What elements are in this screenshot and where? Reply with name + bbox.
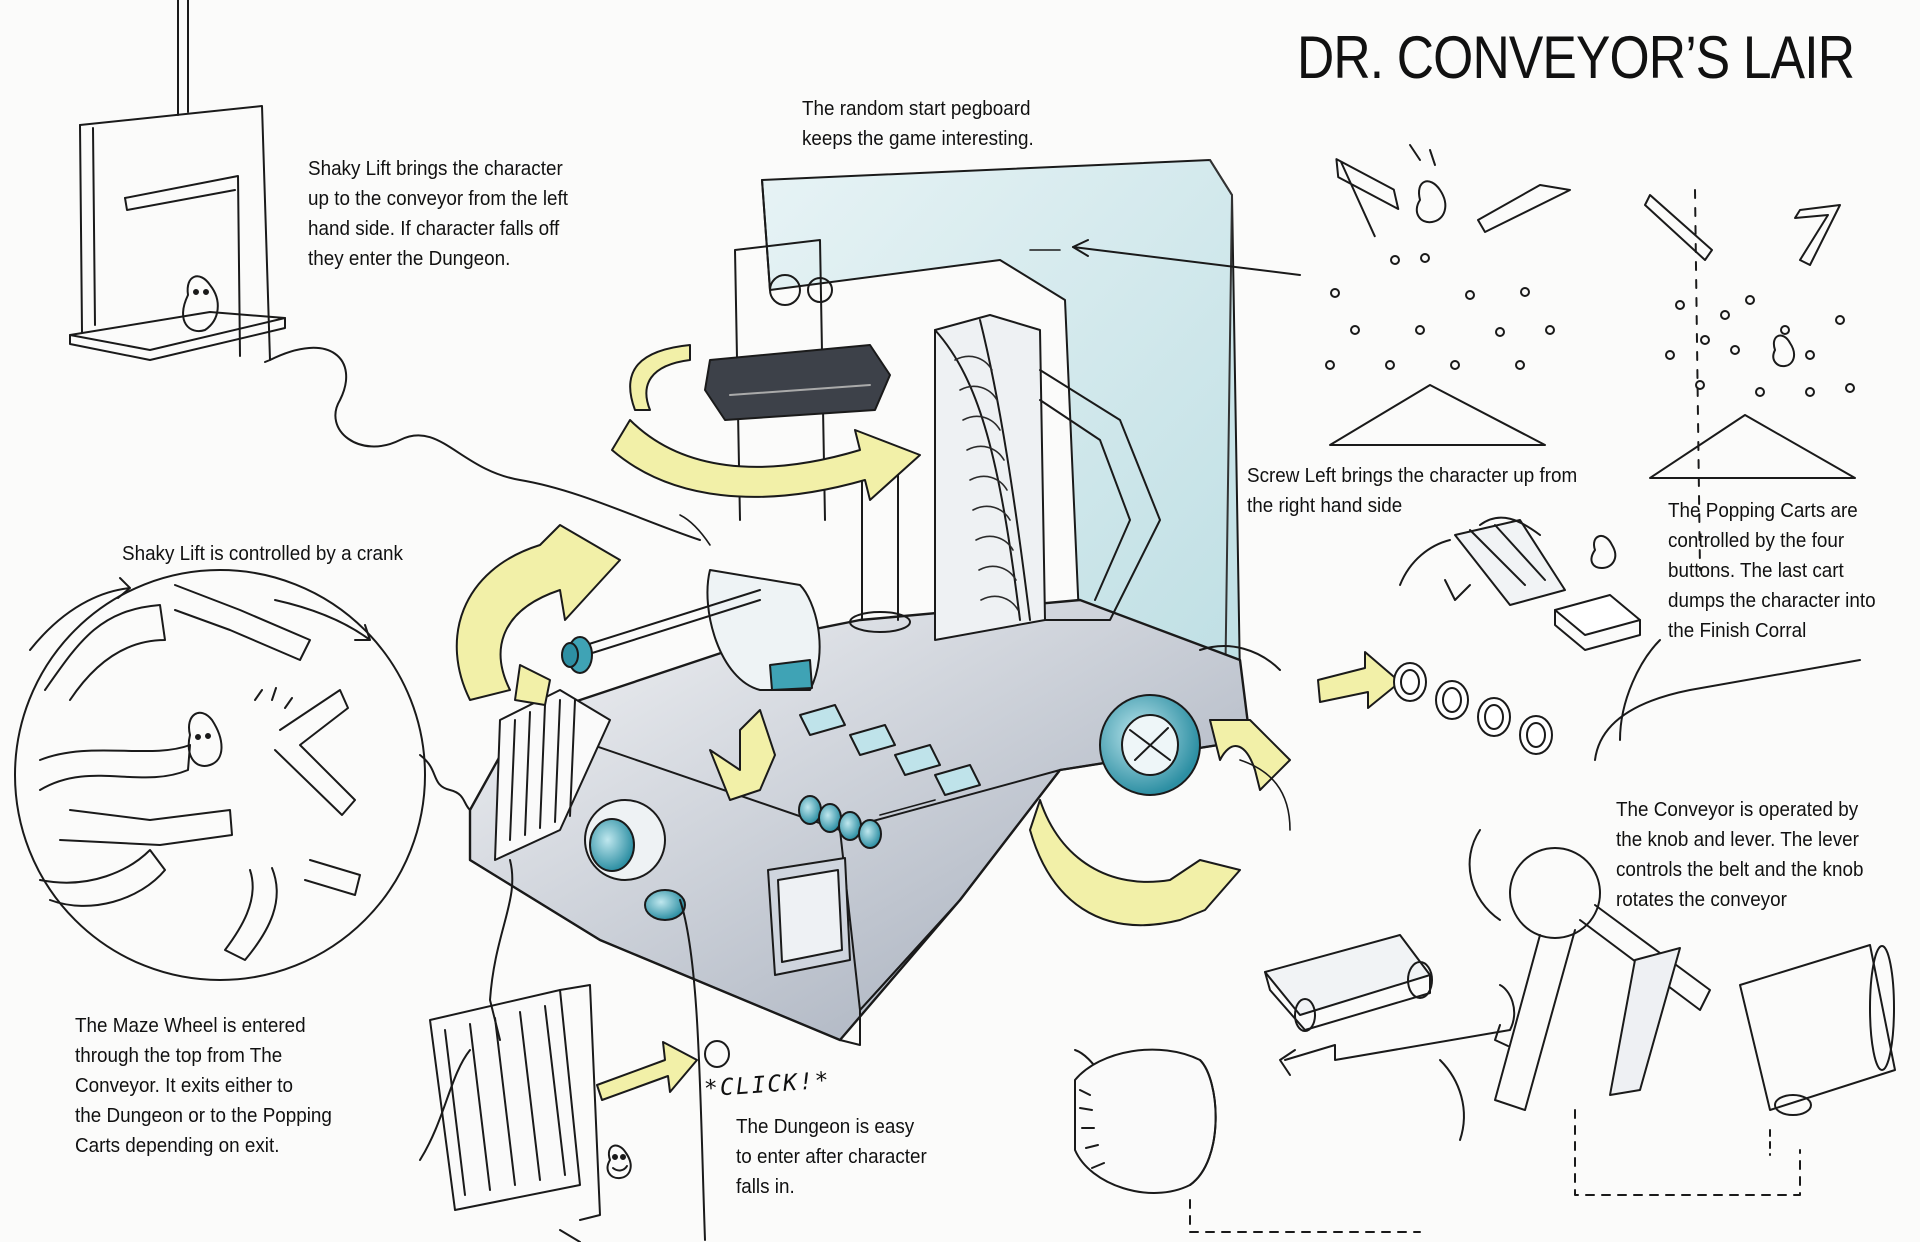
annotation-line: up to the conveyor from the left [308,187,569,210]
annotation-line: keeps the game interesting. [802,127,1034,150]
motion-arrows [455,344,1401,1101]
annotation-line: to enter after character [736,1145,927,1168]
annotation-line: the Dungeon or to the Popping [75,1104,332,1127]
annotation-pegboard: The random start pegboard keeps the game… [802,94,1034,154]
page-title: DR. CONVEYOR’S LAIR [1297,24,1855,91]
annotation-line: dumps the character into [1668,589,1876,612]
annotation-line: they enter the Dungeon. [308,247,511,270]
annotation-line: falls in. [736,1175,795,1198]
annotation-line: Shaky Lift is controlled by a crank [122,542,403,565]
dungeon-door-sketch [419,859,730,1242]
conveyor-controls-sketch [1074,639,1896,1233]
annotation-line: hand side. If character falls off [308,217,560,240]
maze-wheel-sketch [14,569,481,981]
annotation-dungeon: The Dungeon is easy to enter after chara… [736,1112,927,1202]
annotation-line: The random start pegboard [802,97,1031,120]
annotation-shaky-lift: Shaky Lift brings the character up to th… [308,154,568,274]
annotation-line: The Maze Wheel is entered [75,1014,306,1037]
annotation-line: Carts depending on exit. [75,1134,280,1157]
annotation-line: the Finish Corral [1668,619,1807,642]
annotation-screw-lift: Screw Left brings the character up from … [1247,461,1577,521]
leader-lines [679,249,1291,831]
annotation-line: Screw Left brings the character up from [1247,464,1578,487]
pegboard-sketches [1072,144,1856,571]
annotation-line: rotates the conveyor [1616,888,1787,911]
shaky-lift-sketch [69,0,701,541]
annotation-line: controls the belt and the knob [1616,858,1864,881]
annotation-line: Shaky Lift brings the character [308,157,563,180]
annotation-line: through the top from The [75,1044,283,1067]
main-machine-illustration [468,159,1252,1046]
annotation-line: the right hand side [1247,494,1403,517]
annotation-line: buttons. The last cart [1668,559,1844,582]
annotation-line: The Dungeon is easy [736,1115,915,1138]
annotation-line: The Conveyor is operated by [1616,798,1859,821]
annotation-conveyor: The Conveyor is operated by the knob and… [1616,795,1863,915]
annotation-maze-wheel: The Maze Wheel is entered through the to… [75,1011,332,1161]
annotation-crank: Shaky Lift is controlled by a crank [122,539,403,569]
annotation-popping-carts: The Popping Carts are controlled by the … [1668,496,1876,646]
popping-carts-sketch [1199,516,1861,761]
annotation-line: controlled by the four [1668,529,1845,552]
annotation-line: the knob and lever. The lever [1616,828,1859,851]
annotation-line: The Popping Carts are [1668,499,1858,522]
annotation-line: Conveyor. It exits either to [75,1074,294,1097]
